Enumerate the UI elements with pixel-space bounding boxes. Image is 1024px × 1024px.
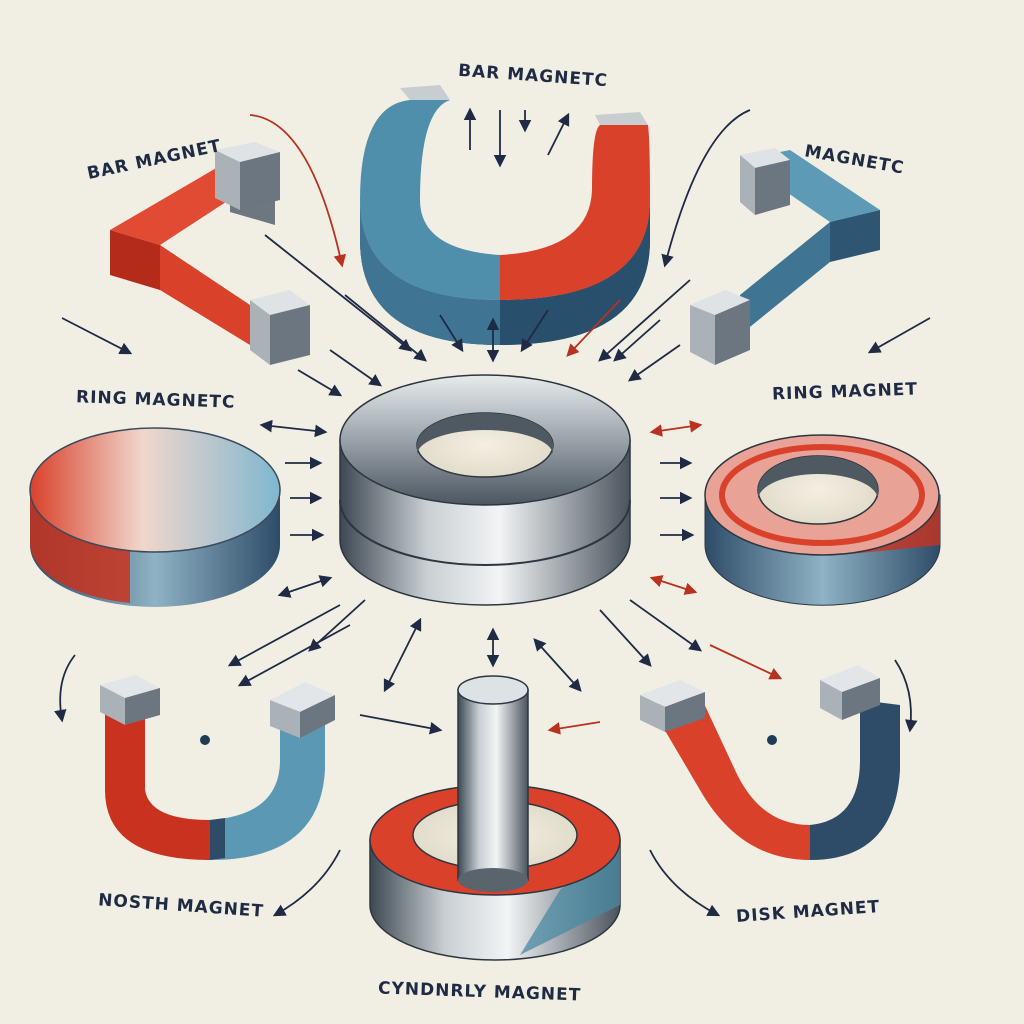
red-field-arrows	[249, 114, 783, 735]
field-arrows	[54, 107, 931, 917]
middle-right-ring-magnet	[704, 434, 941, 606]
top-right-bar-magnet	[690, 148, 880, 365]
center-ring-magnet	[339, 374, 631, 606]
bottom-left-u-magnet	[100, 675, 335, 860]
top-horseshoe-magnet	[360, 85, 650, 345]
middle-left-disk-magnet	[29, 427, 281, 607]
bottom-cylinder-magnet	[369, 675, 621, 961]
top-left-bar-magnet	[110, 142, 310, 365]
bottom-right-u-magnet	[640, 665, 900, 860]
